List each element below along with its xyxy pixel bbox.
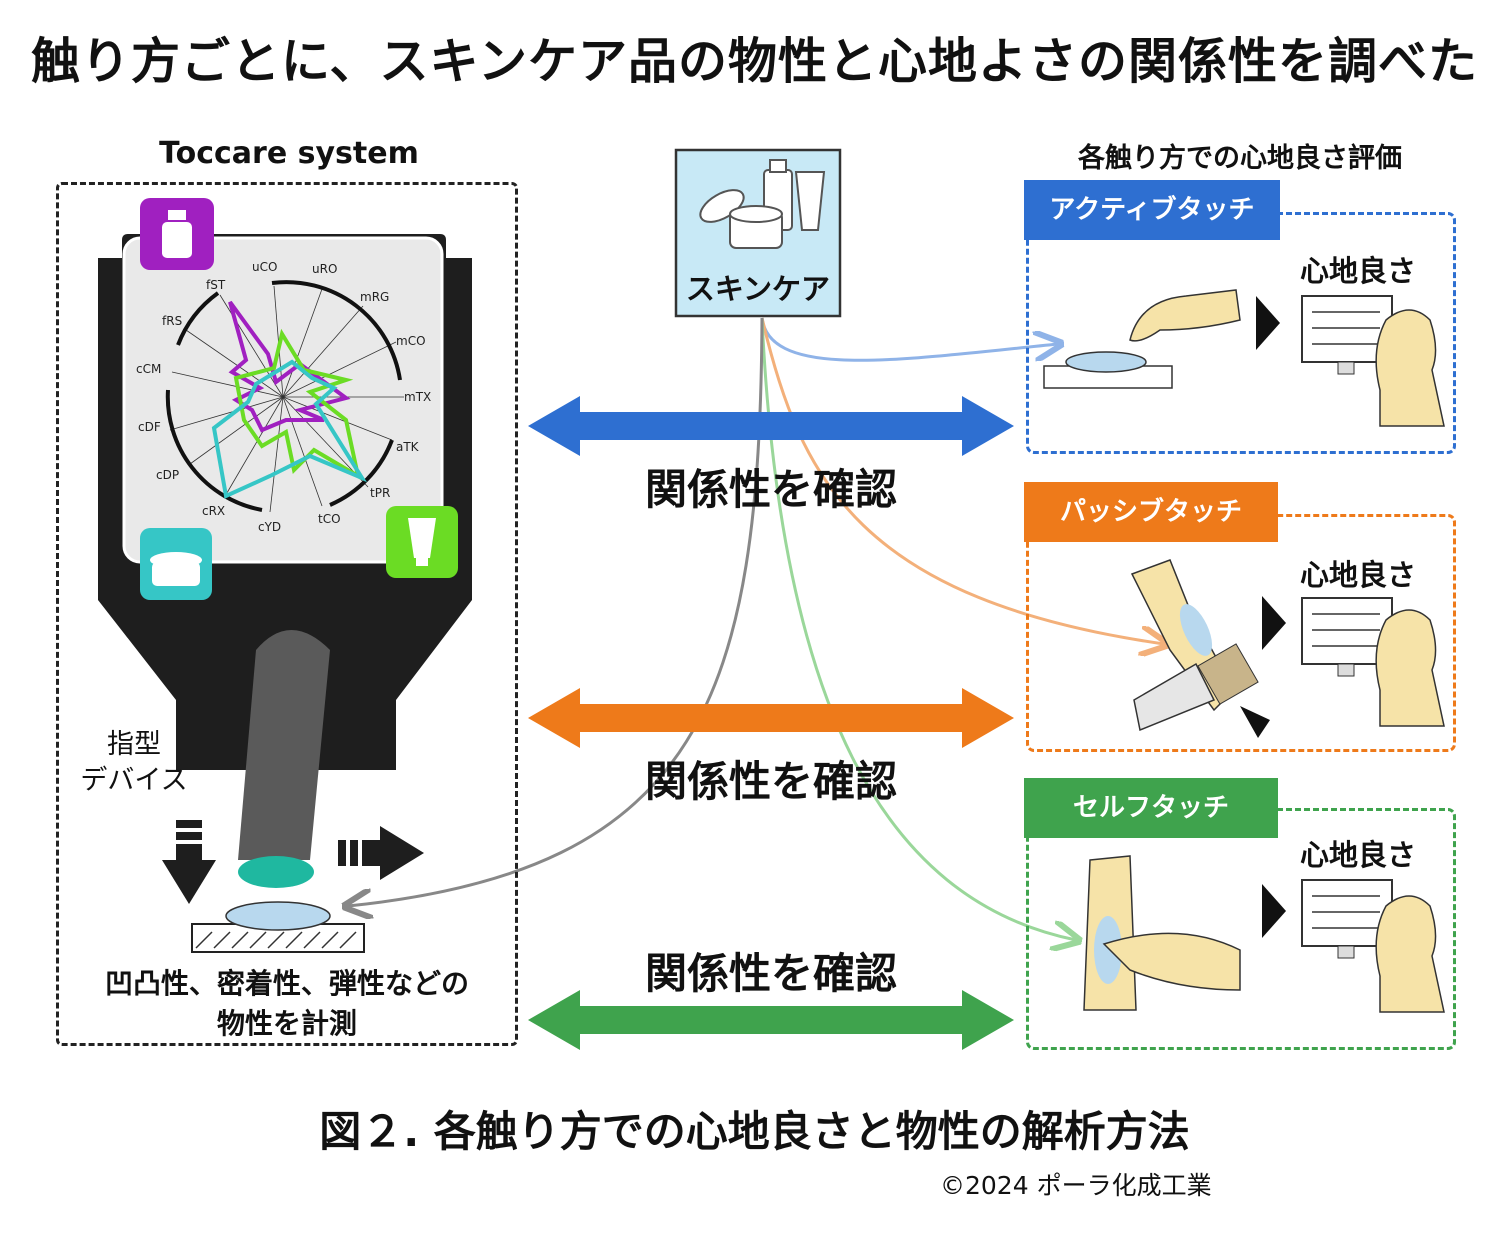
radar-axis-label: cYD bbox=[258, 520, 282, 534]
finger-device bbox=[238, 630, 330, 860]
skincare-label: スキンケア bbox=[685, 272, 831, 306]
radar-axis-label: cDF bbox=[138, 420, 161, 434]
main-title: 触り方ごとに、スキンケア品の物性と心地よさの関係性を調べた bbox=[30, 33, 1479, 90]
press-down-arrow bbox=[162, 820, 216, 904]
device-label-line2: デバイス bbox=[80, 765, 188, 796]
device-label-line1: 指型 bbox=[107, 729, 161, 760]
copyright: ©2024 ポーラ化成工業 bbox=[940, 1171, 1212, 1200]
evaluation-title: 各触り方での心地良さ評価 bbox=[1078, 143, 1402, 174]
comfort-label-3: 心地良さ bbox=[1300, 838, 1417, 872]
relation-arrow-green bbox=[528, 990, 1014, 1050]
relation-arrow-blue bbox=[528, 396, 1014, 456]
comfort-label-2: 心地良さ bbox=[1300, 558, 1417, 592]
passive-touch-illustration bbox=[1130, 559, 1445, 738]
relation-arrow-orange bbox=[528, 688, 1014, 748]
toccare-title: Toccare system bbox=[159, 136, 419, 171]
measure-text: 凹凸性、密着性、弾性などの 物性を計測 bbox=[60, 964, 514, 1044]
self-touch-illustration bbox=[1083, 855, 1445, 1013]
slide-right-arrow bbox=[338, 826, 424, 880]
radar-axis-label: tCO bbox=[318, 512, 341, 526]
toccare-device bbox=[98, 198, 472, 953]
radar-axis-label: cDP bbox=[156, 468, 180, 482]
radar-axis-label: cRX bbox=[202, 504, 226, 518]
measure-line2: 物性を計測 bbox=[216, 1007, 357, 1040]
radar-axis-label: uRO bbox=[312, 262, 338, 276]
comfort-label-1: 心地良さ bbox=[1300, 254, 1417, 288]
passive-touch-tab: パッシブタッチ bbox=[1024, 482, 1278, 542]
skincare-products-icon bbox=[699, 159, 826, 249]
radar-axis-label: mTX bbox=[404, 390, 432, 404]
active-touch-tab: アクティブタッチ bbox=[1024, 180, 1280, 240]
radar-axis-label: uCO bbox=[252, 260, 278, 274]
radar-axis-label: mCO bbox=[396, 334, 426, 348]
toccare-system-box bbox=[56, 182, 518, 1046]
passive-touch-panel bbox=[1026, 514, 1456, 752]
relation-label-1: 関係性を確認 bbox=[644, 465, 897, 514]
self-touch-tab: セルフタッチ bbox=[1024, 778, 1278, 838]
figure-caption: 図２. 各触り方での心地良さと物性の解析方法 bbox=[319, 1107, 1190, 1156]
active-touch-illustration bbox=[1043, 289, 1445, 427]
radar-axis-label: aTK bbox=[396, 440, 419, 454]
radar-axis-label: mRG bbox=[360, 290, 390, 304]
radar-axis-label: fRS bbox=[162, 314, 183, 328]
measure-line1: 凹凸性、密着性、弾性などの bbox=[104, 967, 469, 1000]
relation-label-2: 関係性を確認 bbox=[644, 757, 897, 806]
radar-axis-label: fST bbox=[206, 278, 226, 292]
relation-label-3: 関係性を確認 bbox=[644, 949, 897, 998]
radar-axis-label: cCM bbox=[136, 362, 162, 376]
radar-axis-label: tPR bbox=[370, 486, 391, 500]
